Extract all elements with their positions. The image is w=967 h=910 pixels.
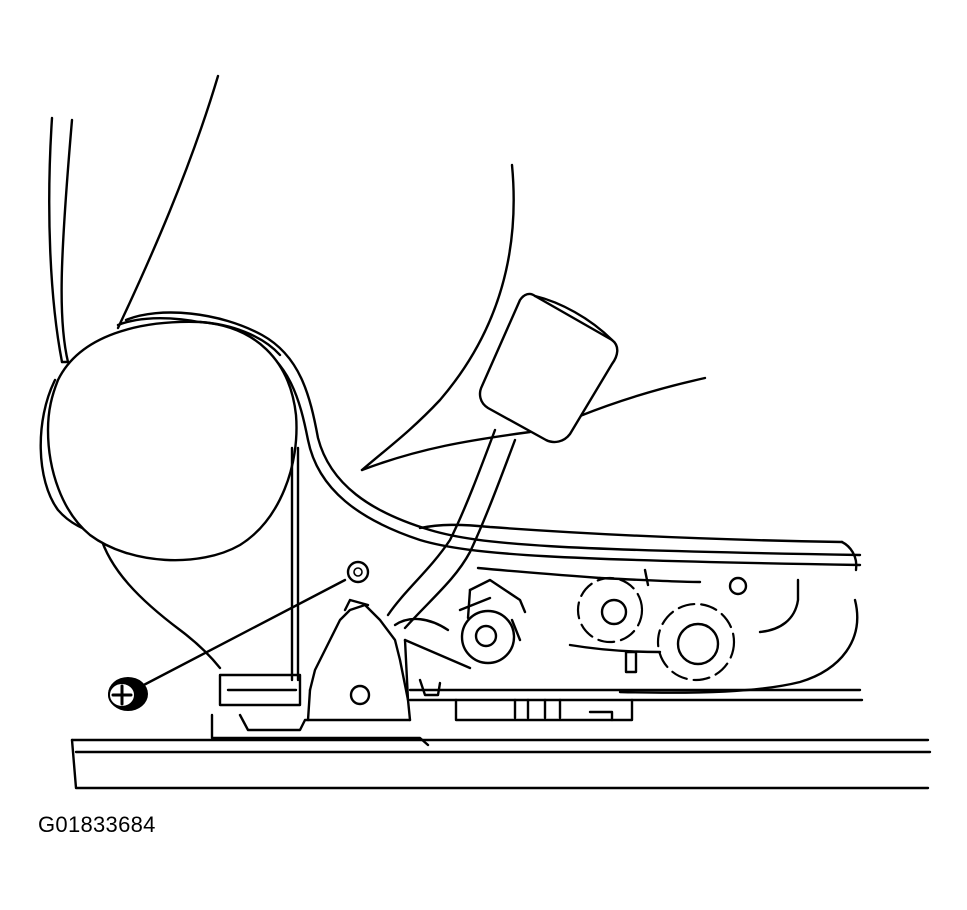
hidden-gear-mechanisms: [568, 568, 800, 682]
phillips-screw-icon: [108, 677, 148, 711]
recliner-knob: [46, 320, 298, 562]
recliner-lever: [386, 292, 619, 630]
seatback-lower: [290, 376, 707, 682]
floor-rail: [70, 738, 932, 790]
mounting-hole: [346, 560, 370, 584]
seatback-outline: [39, 74, 515, 537]
seat-track: [210, 638, 864, 747]
leader-line: [136, 578, 347, 690]
figure-id-label: G01833684: [38, 812, 156, 837]
hinge-bracket: [306, 566, 702, 722]
